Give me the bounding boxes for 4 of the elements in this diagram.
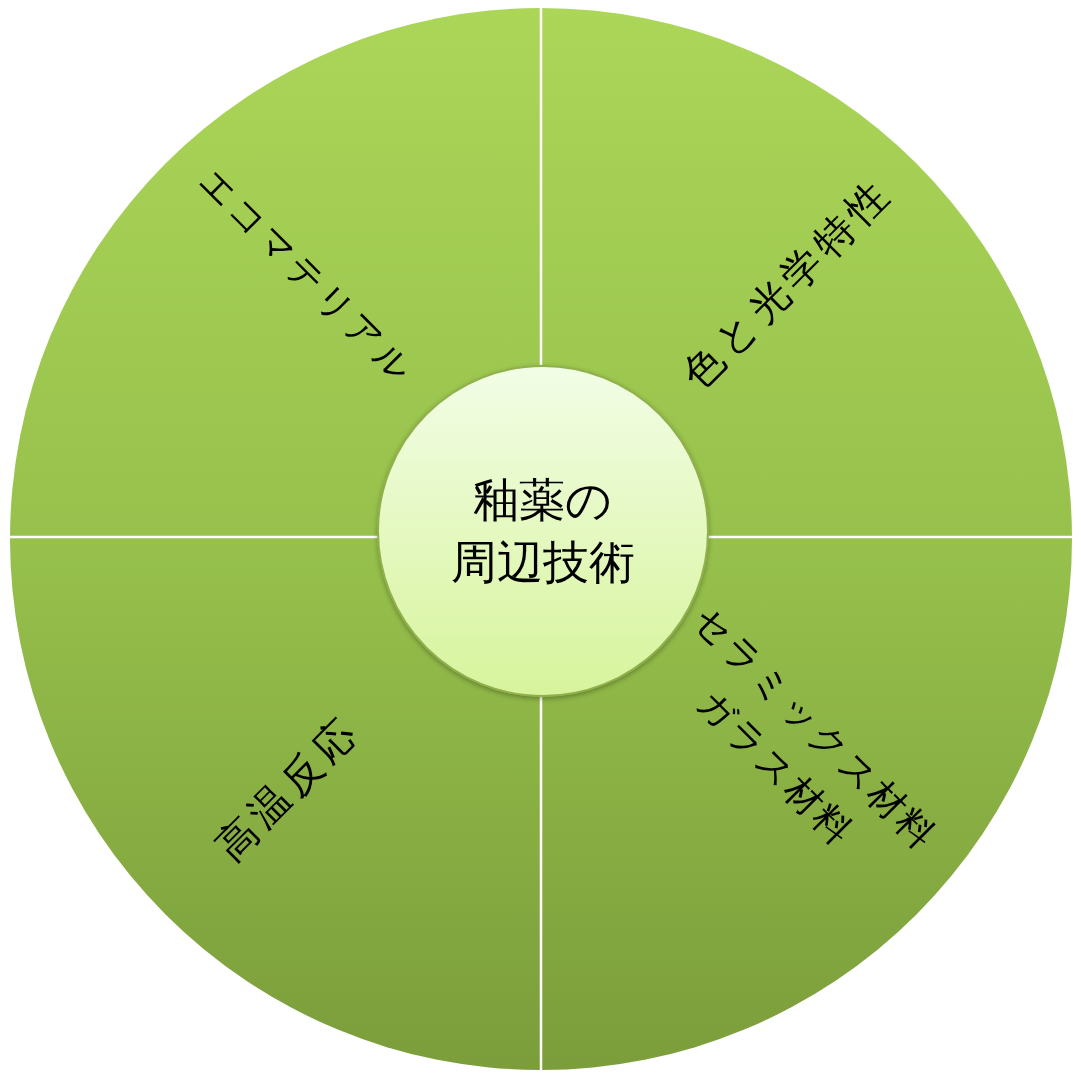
sector-label: 色と光学特性 — [671, 167, 903, 400]
center-label: 釉薬の周辺技術 — [450, 471, 636, 591]
sector-label: エコマテリアル — [190, 158, 425, 394]
sector-label: 高温反応 — [205, 705, 371, 872]
